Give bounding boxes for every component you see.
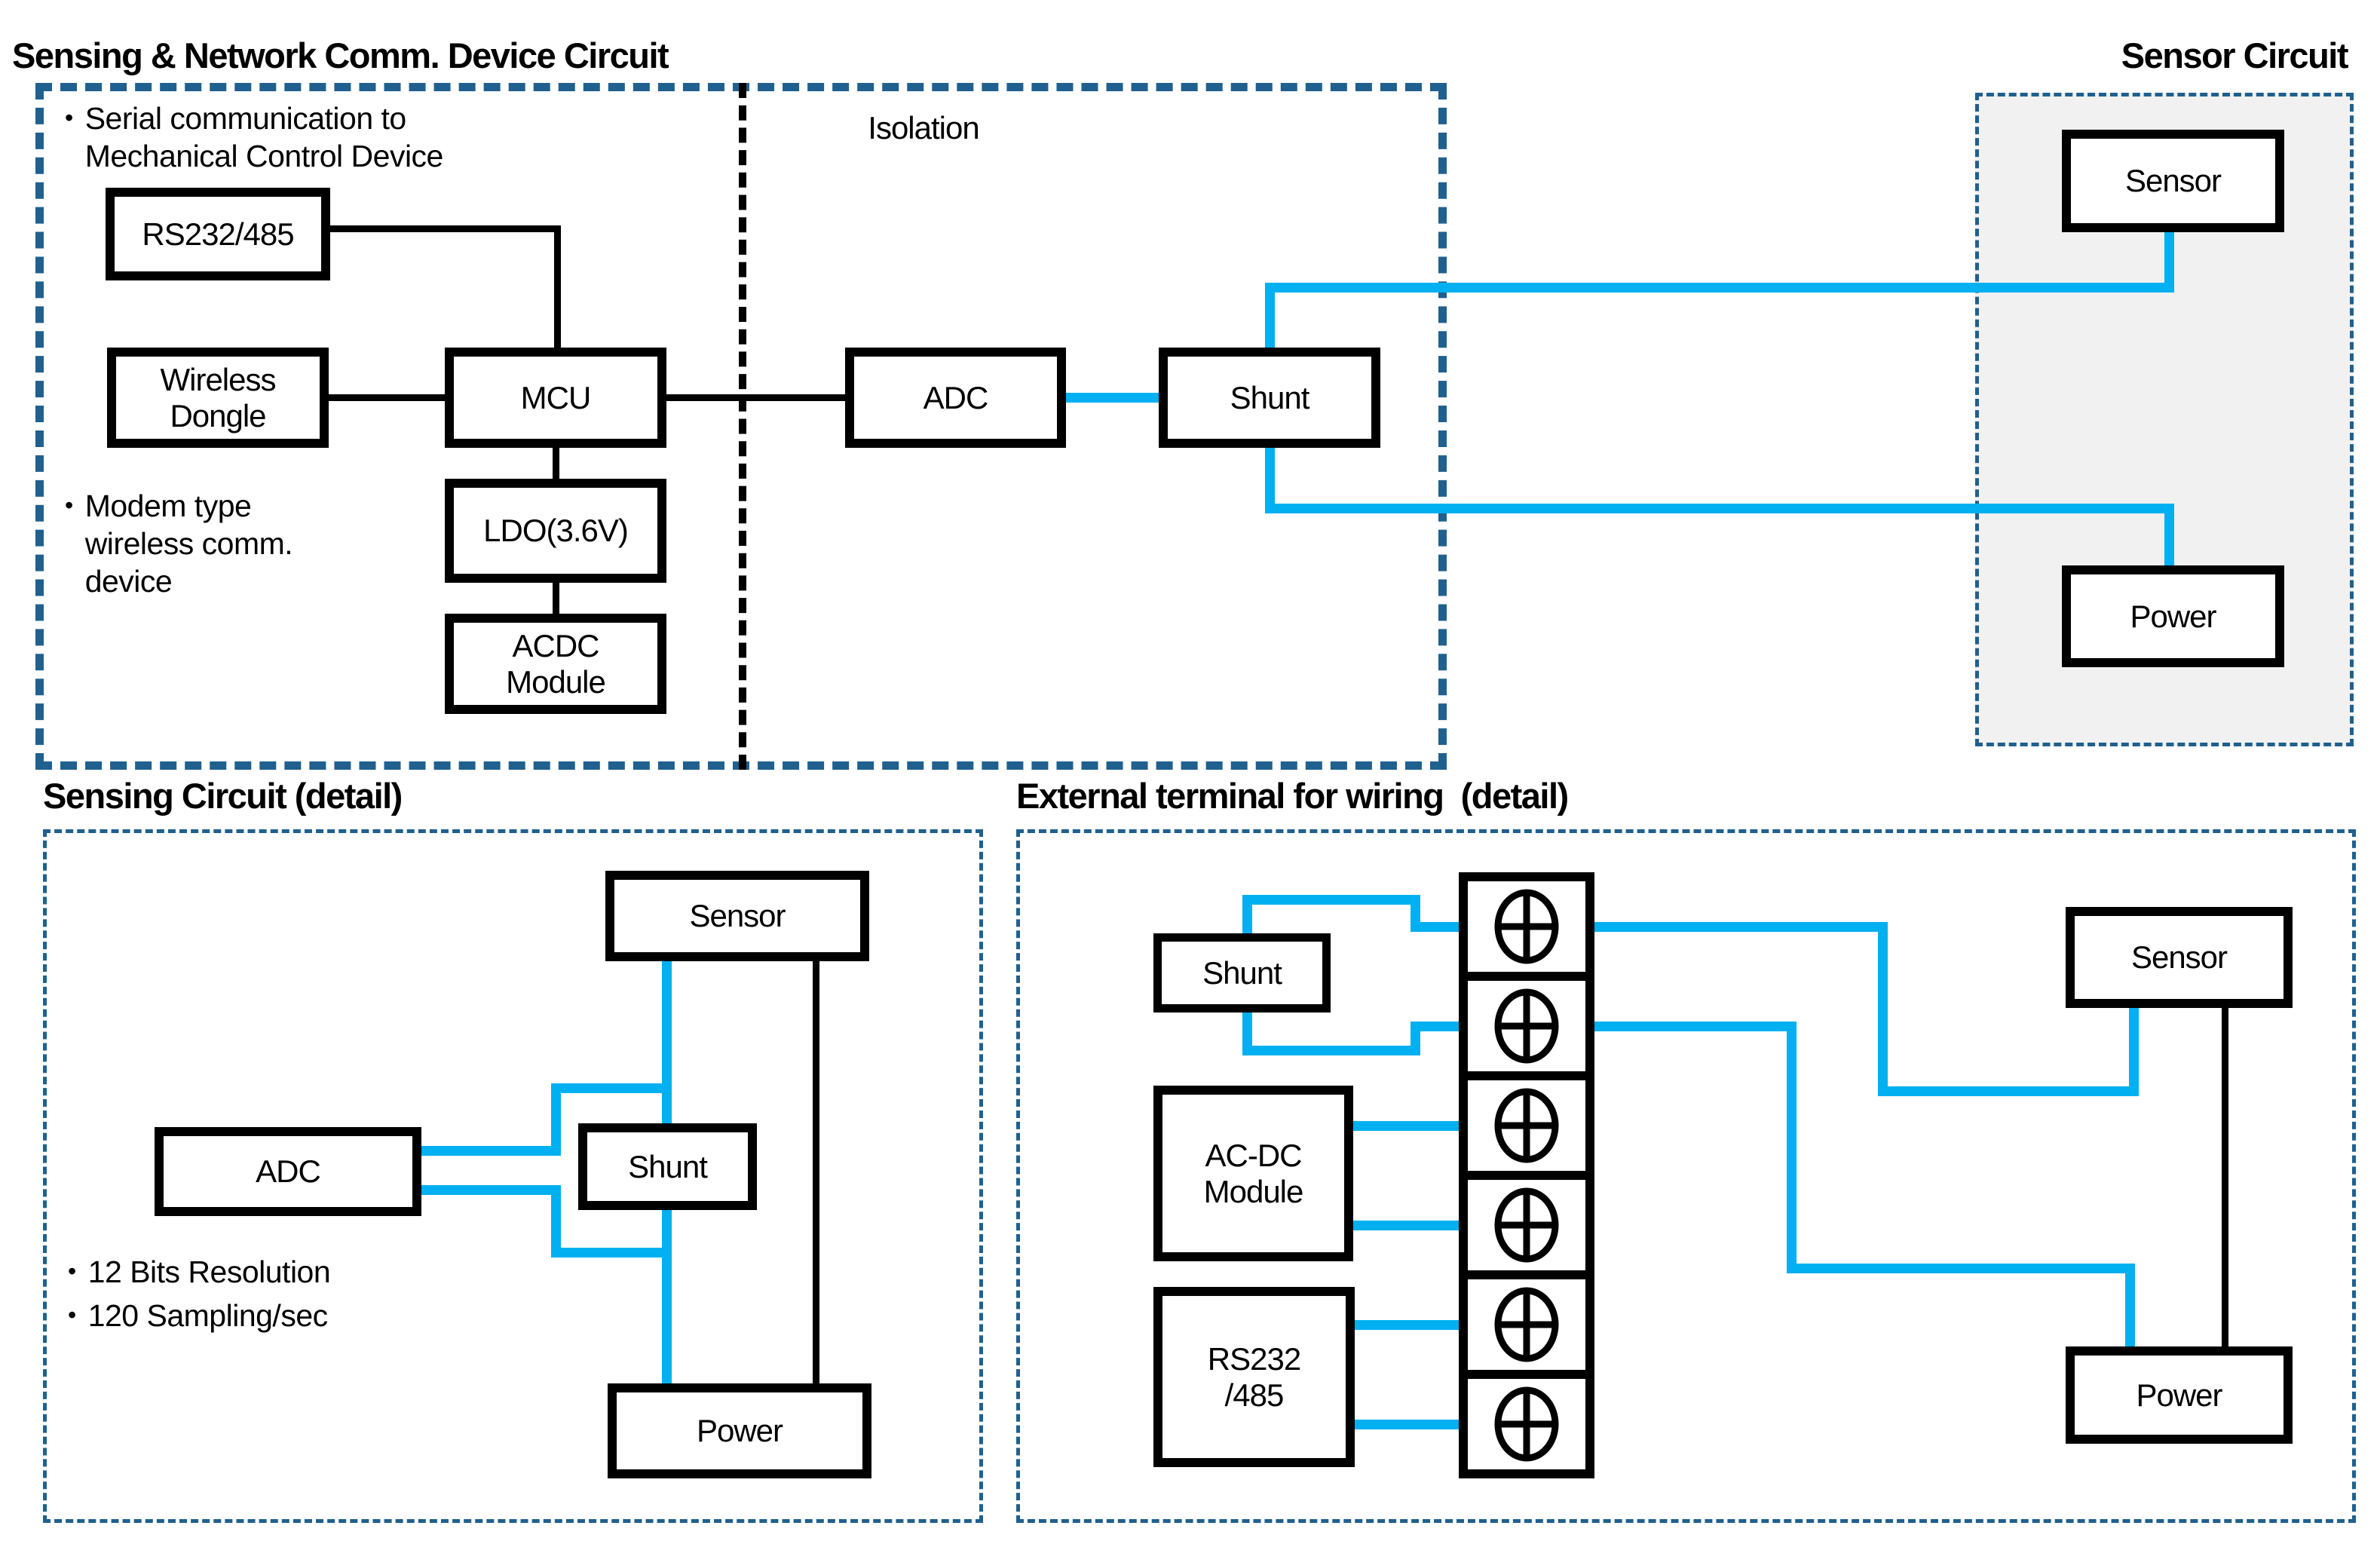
wire-sensor-to-shunt: [662, 961, 672, 1123]
terminal-cell-5: [1459, 1270, 1594, 1379]
terminal-cell-2: [1459, 972, 1594, 1080]
screw-terminal-icon: [1494, 1187, 1559, 1263]
box-mcu: MCU: [445, 348, 666, 448]
wire-shunt-top-riser: [1265, 283, 1275, 348]
bullet-icon: •: [65, 492, 73, 519]
box-power-detail: Power: [608, 1383, 871, 1478]
note-serial-communication: • Serial communication to Mechanical Con…: [65, 100, 532, 175]
wire-rs232-to-terminal6: [1355, 1420, 1459, 1429]
wire-power-drop: [2164, 504, 2174, 565]
terminal-cell-1: [1459, 872, 1594, 981]
box-rs232: RS232/485: [106, 188, 330, 280]
wire-shunt-to-sensor-h: [1265, 283, 2174, 293]
wire-terminal1-down-v: [1878, 922, 1888, 1096]
box-wireless-dongle: Wireless Dongle: [107, 348, 329, 448]
note-12-bits: • 12 Bits Resolution: [68, 1253, 490, 1291]
box-shunt: Shunt: [1159, 348, 1380, 448]
wire-to-power-h: [1787, 1264, 2135, 1273]
wire-ldo-to-acdc: [553, 583, 559, 614]
wire-acdc-to-terminal4: [1353, 1221, 1459, 1230]
wire-adc-stub-bottom: [421, 1185, 561, 1195]
wire-rs232-to-mcu-v: [554, 225, 561, 348]
wire-mcu-to-ldo: [553, 448, 559, 479]
wire-shunt-to-power: [662, 1210, 672, 1383]
screw-terminal-icon: [1494, 1088, 1559, 1163]
wire-shunt-to-terminal2: [1411, 1022, 1459, 1031]
bullet-icon: •: [68, 1301, 76, 1328]
wire-adc-stub-top: [421, 1146, 561, 1156]
wire-shunt-to-terminal1: [1411, 922, 1459, 932]
note-modem-type: • Modem type wireless comm. device: [65, 487, 419, 600]
wire-adc-tap-top-v: [551, 1083, 561, 1156]
box-ldo: LDO(3.6V): [445, 479, 666, 583]
isolation-label: Isolation: [868, 110, 979, 146]
box-sensor-detail: Sensor: [605, 871, 869, 961]
terminal-cell-3: [1459, 1071, 1594, 1180]
box-sensor: Sensor: [2062, 130, 2284, 232]
wire-terminal1-out-h: [1594, 922, 1888, 932]
box-acdc-module: ACDC Module: [445, 614, 666, 714]
box-rs232-external: RS232 /485: [1153, 1287, 1355, 1467]
box-shunt-external: Shunt: [1153, 933, 1331, 1012]
wire-to-power-down-v: [2125, 1264, 2135, 1346]
external-terminal-title: External terminal for wiring (detail): [1016, 776, 1569, 816]
wire-to-sensor-h: [1878, 1086, 2139, 1096]
box-sensor-external: Sensor: [2066, 907, 2293, 1008]
box-adc-detail: ADC: [155, 1127, 421, 1216]
screw-terminal-icon: [1494, 1386, 1559, 1462]
terminal-cell-4: [1459, 1171, 1594, 1279]
wire-adc-tap-bottom-v: [551, 1185, 561, 1258]
box-acdc-external: AC-DC Module: [1153, 1086, 1353, 1261]
wire-terminal2-down-v: [1787, 1022, 1796, 1273]
wire-mcu-to-adc: [666, 394, 845, 401]
screw-terminal-icon: [1494, 1287, 1559, 1362]
wire-shunt-bottom-drop: [1265, 448, 1275, 513]
wire-acdc-to-terminal3: [1353, 1121, 1459, 1131]
screw-terminal-icon: [1494, 889, 1559, 964]
wire-shunt-to-power-h: [1265, 504, 2174, 513]
terminal-cell-6: [1459, 1370, 1594, 1478]
box-power: Power: [2062, 565, 2284, 667]
isolation-divider-line: [739, 83, 746, 770]
note-text: Serial communication to Mechanical Contr…: [84, 101, 444, 174]
box-power-external: Power: [2066, 1346, 2293, 1444]
external-terminal-frame: [1016, 829, 2356, 1523]
sensing-detail-title: Sensing Circuit (detail): [43, 776, 403, 816]
bullet-icon: •: [68, 1258, 76, 1285]
note-text: 120 Sampling/sec: [87, 1298, 328, 1333]
bullet-icon: •: [65, 104, 73, 131]
screw-terminal-icon: [1494, 988, 1559, 1064]
wire-adc-to-shunt: [1066, 393, 1159, 403]
box-adc: ADC: [845, 348, 1066, 448]
sensing-detail-frame: [43, 829, 983, 1523]
note-text: 12 Bits Resolution: [87, 1254, 331, 1289]
wire-sensor-drop: [2164, 232, 2174, 293]
wire-sensor-power-return: [2222, 1008, 2228, 1346]
note-text: Modem type wireless comm. device: [84, 489, 293, 599]
wire-shunt-bottom-h: [1242, 1046, 1420, 1055]
sensor-circuit-title: Sensor Circuit: [2121, 35, 2349, 75]
note-120-sampling: • 120 Sampling/sec: [68, 1297, 490, 1334]
wire-sensor-to-power-return: [813, 961, 819, 1383]
wire-shunt-top-h: [1242, 895, 1420, 905]
wire-dongle-to-mcu: [329, 394, 445, 401]
wire-terminal2-out-h: [1594, 1022, 1796, 1031]
wire-adc-tap-top-h: [551, 1083, 672, 1093]
wire-rs232-to-terminal5: [1355, 1320, 1459, 1330]
wire-shunt-bottom-stub: [1242, 1012, 1252, 1055]
wire-to-sensor-up-v: [2129, 1008, 2139, 1096]
box-shunt-detail: Shunt: [578, 1123, 757, 1210]
wire-adc-tap-bottom-h: [551, 1248, 672, 1258]
device-circuit-title: Sensing & Network Comm. Device Circuit: [12, 35, 669, 75]
wire-rs232-to-mcu-h: [330, 225, 560, 232]
